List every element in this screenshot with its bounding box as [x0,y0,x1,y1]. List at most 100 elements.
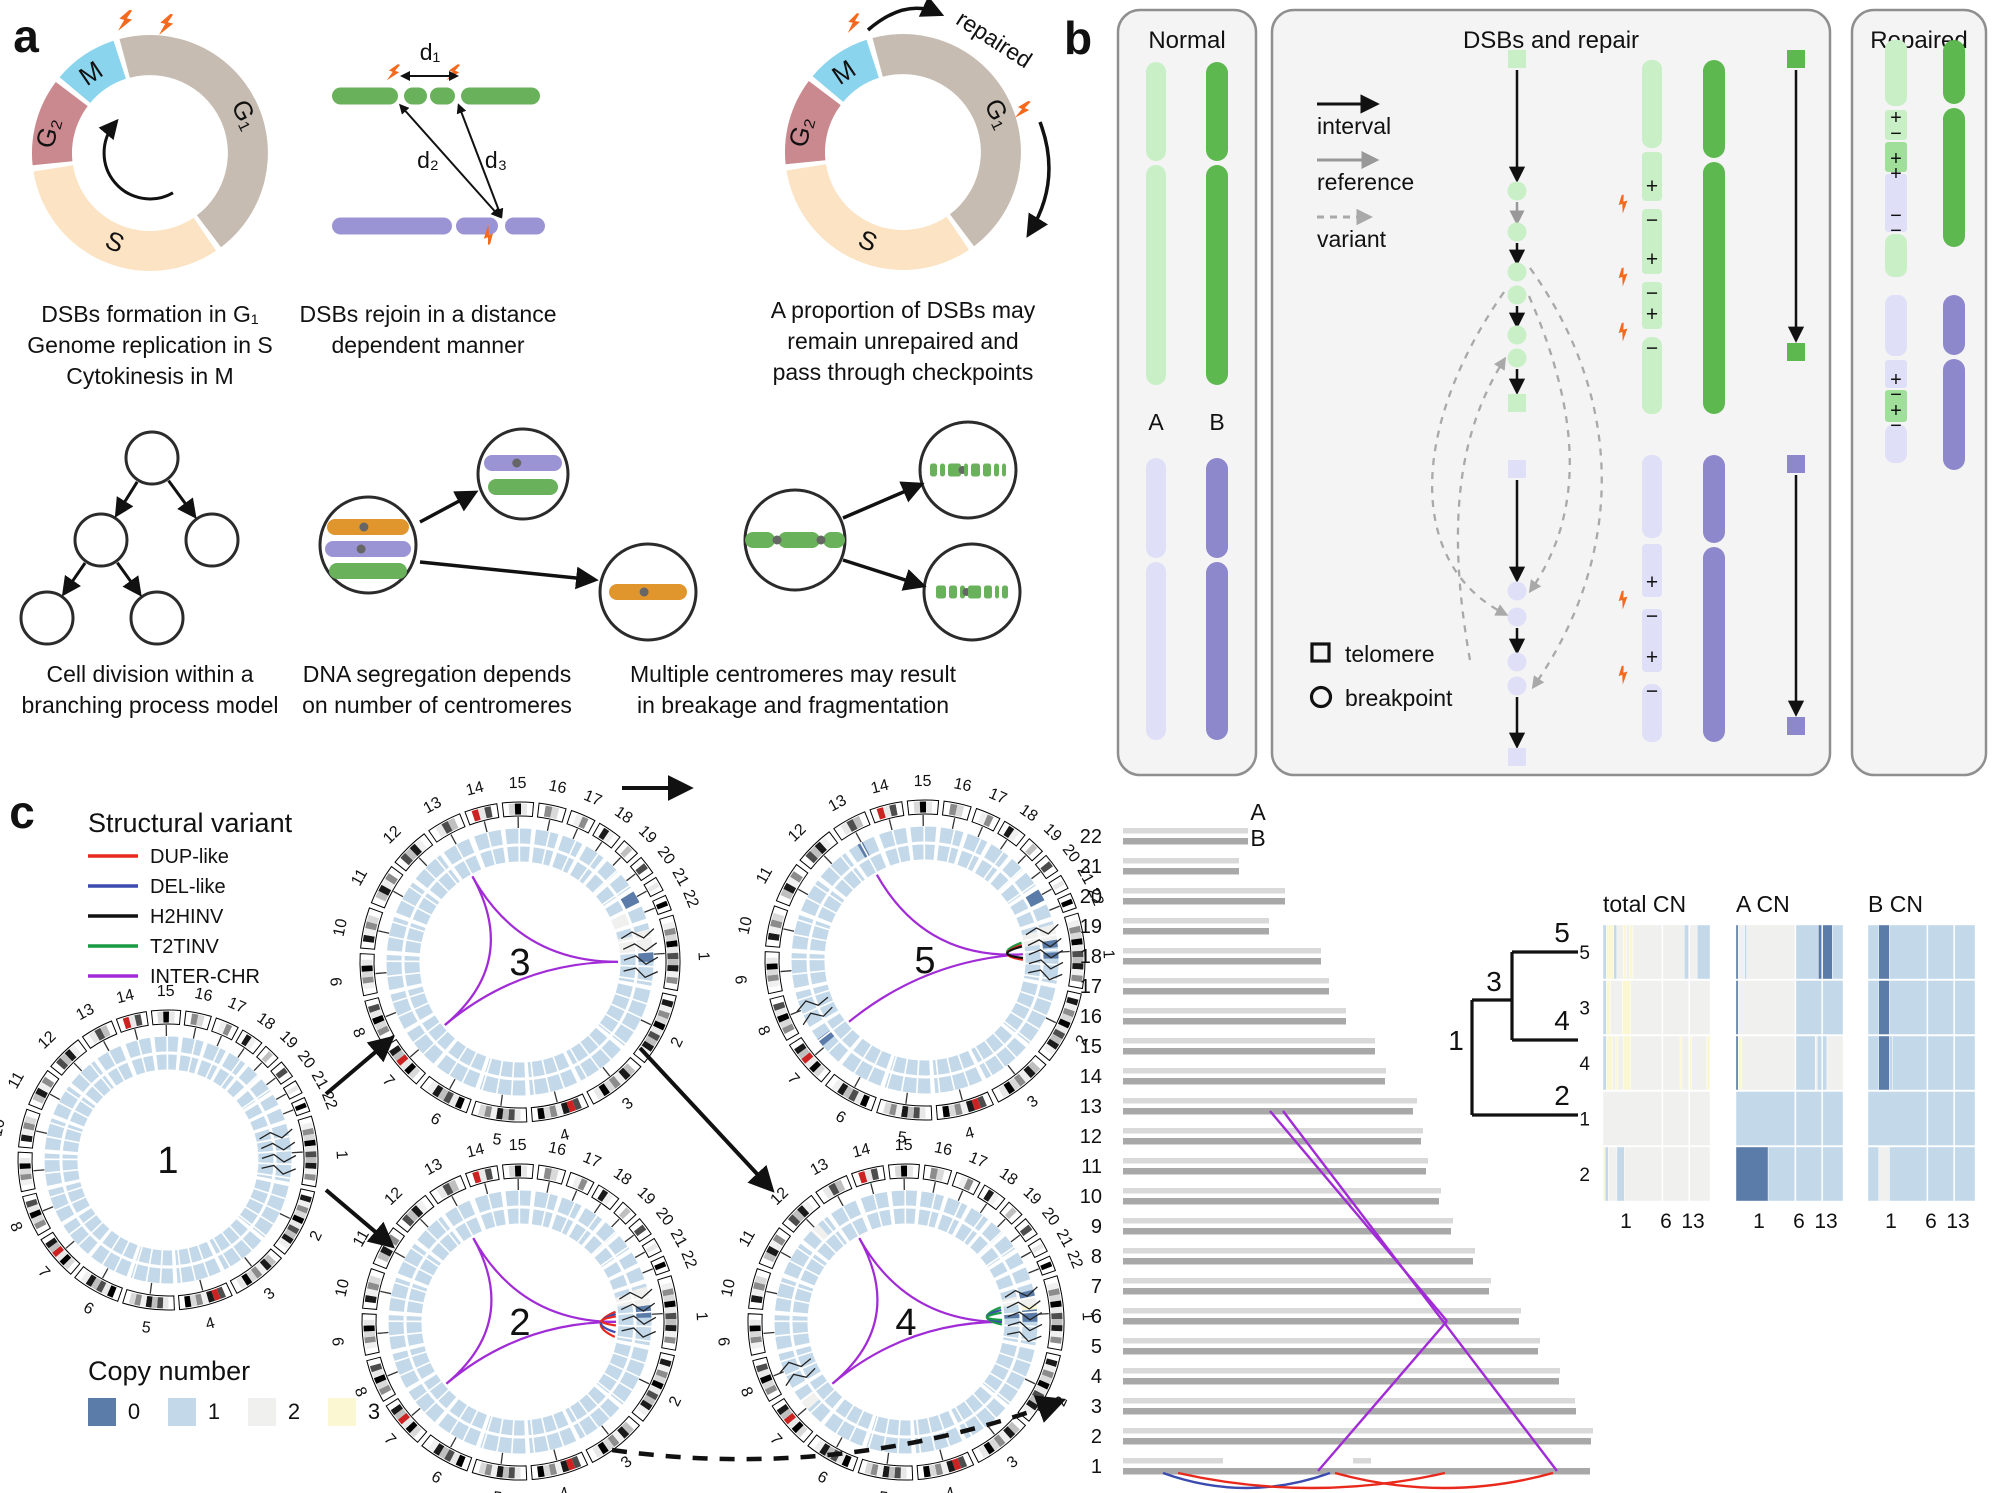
sv-legend-title: Structural variant [88,808,293,838]
cytoband [447,817,459,831]
cytoband [1050,1300,1062,1308]
cytoband [24,1115,37,1125]
cn-override [817,1030,835,1046]
cytoband [1050,1330,1063,1338]
purple-chromosome [325,541,411,557]
circos-chr-label: 2 [668,1035,687,1050]
circos-chr-label: 20 [652,1205,676,1230]
cn-tile-gap [793,933,827,942]
cytoband [603,831,615,844]
cn-legend-title: Copy number [88,1356,250,1386]
cn-ring-A [914,1427,963,1454]
cn-tile-gap [985,1245,1015,1267]
circos-chr-label: 4 [558,1484,571,1493]
heatmap-cell [1927,1035,1954,1091]
circos-chr-label: 12 [381,1184,406,1209]
circos-chr-label: 11 [350,1227,373,1250]
circos-spoke [624,1234,635,1243]
cn-ring-A [775,1277,797,1313]
cn-ring-A [597,860,618,882]
cytoband [618,1067,631,1081]
cn-ring-A [180,1037,204,1057]
cytoband [250,1266,263,1279]
cytoband [362,976,374,984]
cytoband [1070,932,1082,940]
green-chromosome [488,479,558,495]
cytoband [766,963,778,970]
repaired-arrow [866,0,945,32]
cn-ring-A [627,906,647,924]
hap-A-bar-chr22 [1123,828,1248,834]
cn-ring-B [404,922,426,954]
circos-spoke [1017,855,1027,864]
heatmap-cell [1613,924,1618,980]
cn-ring-A [221,1052,246,1076]
cytoband [772,1234,786,1246]
breakpoint-icon [1309,685,1333,709]
cn-tile-gap [388,935,422,944]
cytoband [819,837,832,850]
cn-ring-B [913,1410,955,1436]
cn-tile-gap [873,835,888,868]
cytoband [514,1467,521,1479]
cn-ring-B [552,852,575,874]
hap-B-bar-chr21 [1123,868,1239,875]
normal-chrA-green [1146,165,1166,385]
cytoband [977,1095,987,1109]
chromosome-piece [1642,60,1662,148]
cn-ring-A [983,844,1009,868]
chromosome-piece [1642,455,1662,538]
cytoband [664,1306,677,1314]
d3-label: d₃ [485,147,507,173]
cn-tile-gap [560,1201,577,1234]
heatmap-cell [1746,924,1796,980]
cytoband [948,1104,957,1117]
cn-tile-gap [89,1062,113,1091]
cn-ring-A [625,1267,645,1285]
telomere-label: telomere [1345,641,1434,667]
cytoband [802,1200,814,1214]
d1-label: d₁ [420,39,441,65]
heatmap-cell [1623,924,1627,980]
circos-chr-label: 4 [204,1315,217,1334]
cytoband [653,1020,666,1031]
circos-chr-label: 22 [677,1248,699,1271]
cn-ring-A [437,1054,481,1088]
cytoband [361,965,373,972]
cn-ring-B [448,1040,487,1071]
circos-chr-label: 11 [736,1227,759,1250]
circos-chr-label: 18 [610,1165,634,1189]
cn-ring-B [813,984,839,1018]
cn-tile-gap [510,1419,515,1454]
hap-A-bar-chr9 [1123,1218,1453,1224]
cytoband [484,1168,493,1181]
cn-tile-gap [813,883,843,905]
plus-mark: + [1646,571,1658,594]
cytoband [241,1034,252,1047]
cytoband [381,878,395,891]
circos-chr-label: 7 [766,1431,785,1449]
cn-ring-A [417,1216,451,1250]
circos-chr-label: 5 [141,1319,152,1337]
circos-spoke [979,1203,988,1214]
bar-chr-label: 7 [1091,1276,1102,1298]
cytoband [988,1438,1001,1451]
hap-label-A: A [1148,409,1164,435]
cn-ring-B [485,1057,525,1078]
circos-spoke [763,1331,775,1335]
cytoband [406,1209,419,1222]
cn-ring-B [551,1214,574,1235]
cycle-segment-M [59,40,126,103]
sv-link-T2T [985,1311,1003,1322]
heatmap-cell [1679,1035,1683,1091]
cytoband [1061,898,1074,908]
cn-tile-gap [946,1201,963,1234]
cn-ring-B [238,1178,272,1227]
circos-chr-label: 14 [465,1141,487,1162]
breakpoint-circle [1507,348,1527,368]
cn-tile-gap [617,1324,652,1328]
circos-spoke [601,1425,609,1435]
cytoband [751,1288,764,1297]
cn-tile-gap [136,1039,147,1073]
heatmap-cell [1927,1091,1954,1146]
